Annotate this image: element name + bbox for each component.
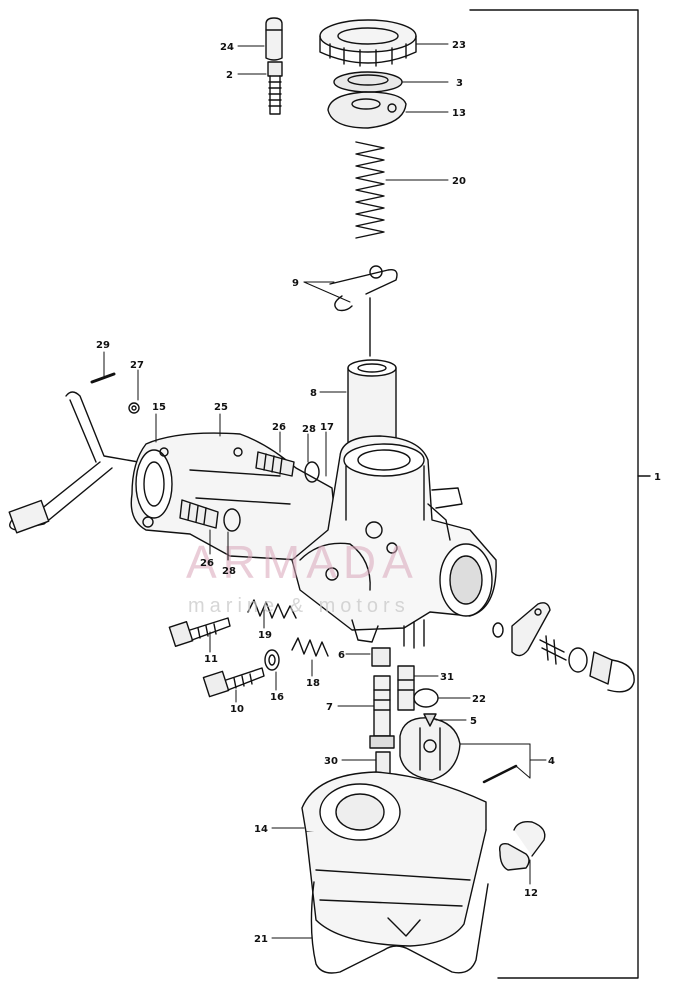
callout-7: 7 (326, 702, 333, 713)
callout-labels: 24 2 23 3 13 20 9 29 27 15 25 8 26 28 17… (96, 40, 661, 945)
callout-22: 22 (472, 694, 486, 705)
callout-24: 24 (220, 42, 234, 53)
callout-9: 9 (292, 278, 299, 289)
callout-2: 2 (226, 70, 233, 81)
part-clip-9 (329, 265, 398, 312)
part-float-pin-4 (482, 764, 518, 784)
callout-5: 5 (470, 716, 477, 727)
part-throttle-stop-assembly (492, 602, 635, 693)
callout-19: 19 (258, 630, 272, 641)
callout-4: 4 (548, 756, 555, 767)
part-screw-26-lower (179, 499, 219, 529)
callout-16: 16 (270, 692, 284, 703)
watermark: ARMADA marine & motors (186, 536, 419, 617)
callout-12: 12 (524, 888, 538, 899)
callout-15: 15 (152, 402, 166, 413)
callout-29: 29 (96, 340, 110, 351)
assembly-bracket (469, 9, 651, 979)
part-float-pin-5 (423, 713, 437, 727)
part-choke-lever (8, 391, 151, 534)
part-washer-28-lower (223, 508, 241, 532)
part-plate-13 (327, 91, 407, 129)
callout-1: 1 (654, 472, 661, 483)
callout-13: 13 (452, 108, 466, 119)
part-float-4 (399, 717, 461, 781)
callout-30: 30 (324, 756, 338, 767)
part-washer-27 (128, 402, 140, 414)
callout-28-lower: 28 (222, 566, 236, 577)
part-oring-22 (413, 688, 439, 708)
part-cap-24 (265, 17, 283, 61)
part-carburetor-body (291, 435, 497, 649)
callout-17: 17 (320, 422, 334, 433)
part-drain-screw-12 (498, 820, 546, 871)
part-washer-28-upper (304, 461, 320, 483)
part-spring-19 (247, 599, 297, 619)
callout-26-upper: 26 (272, 422, 286, 433)
part-throttle-valve-8 (347, 359, 397, 448)
callout-20: 20 (452, 176, 466, 187)
callout-3: 3 (456, 78, 463, 89)
watermark-brand: ARMADA (186, 536, 419, 588)
callout-25: 25 (214, 402, 228, 413)
part-jet-holder-7 (369, 675, 395, 749)
part-float-bowl-14 (301, 771, 487, 947)
callout-10: 10 (230, 704, 244, 715)
part-washer-16 (264, 649, 280, 671)
callout-14: 14 (254, 824, 268, 835)
part-jet-30 (375, 751, 391, 775)
callout-23: 23 (452, 40, 466, 51)
part-screw-11 (168, 617, 231, 647)
callout-26-lower: 26 (200, 558, 214, 569)
leader-lines (103, 43, 547, 939)
part-adjuster-2 (267, 61, 283, 115)
part-ring-nut-23 (319, 19, 417, 67)
watermark-tagline: marine & motors (188, 595, 410, 617)
callout-31: 31 (440, 672, 454, 683)
part-cap-3 (333, 71, 403, 93)
callout-21: 21 (254, 934, 268, 945)
part-spring-18 (291, 637, 329, 657)
callout-28-upper: 28 (302, 424, 316, 435)
part-needle-jet-6 (371, 647, 391, 667)
callout-27: 27 (130, 360, 144, 371)
part-screw-26-upper (255, 451, 295, 477)
part-pin-29 (90, 372, 116, 384)
callout-11: 11 (204, 654, 218, 665)
part-spring-20 (355, 141, 385, 239)
callout-8: 8 (310, 388, 317, 399)
part-jet-31 (397, 665, 415, 711)
part-screw-10 (202, 667, 265, 698)
callout-6: 6 (338, 650, 345, 661)
callout-18: 18 (306, 678, 320, 689)
